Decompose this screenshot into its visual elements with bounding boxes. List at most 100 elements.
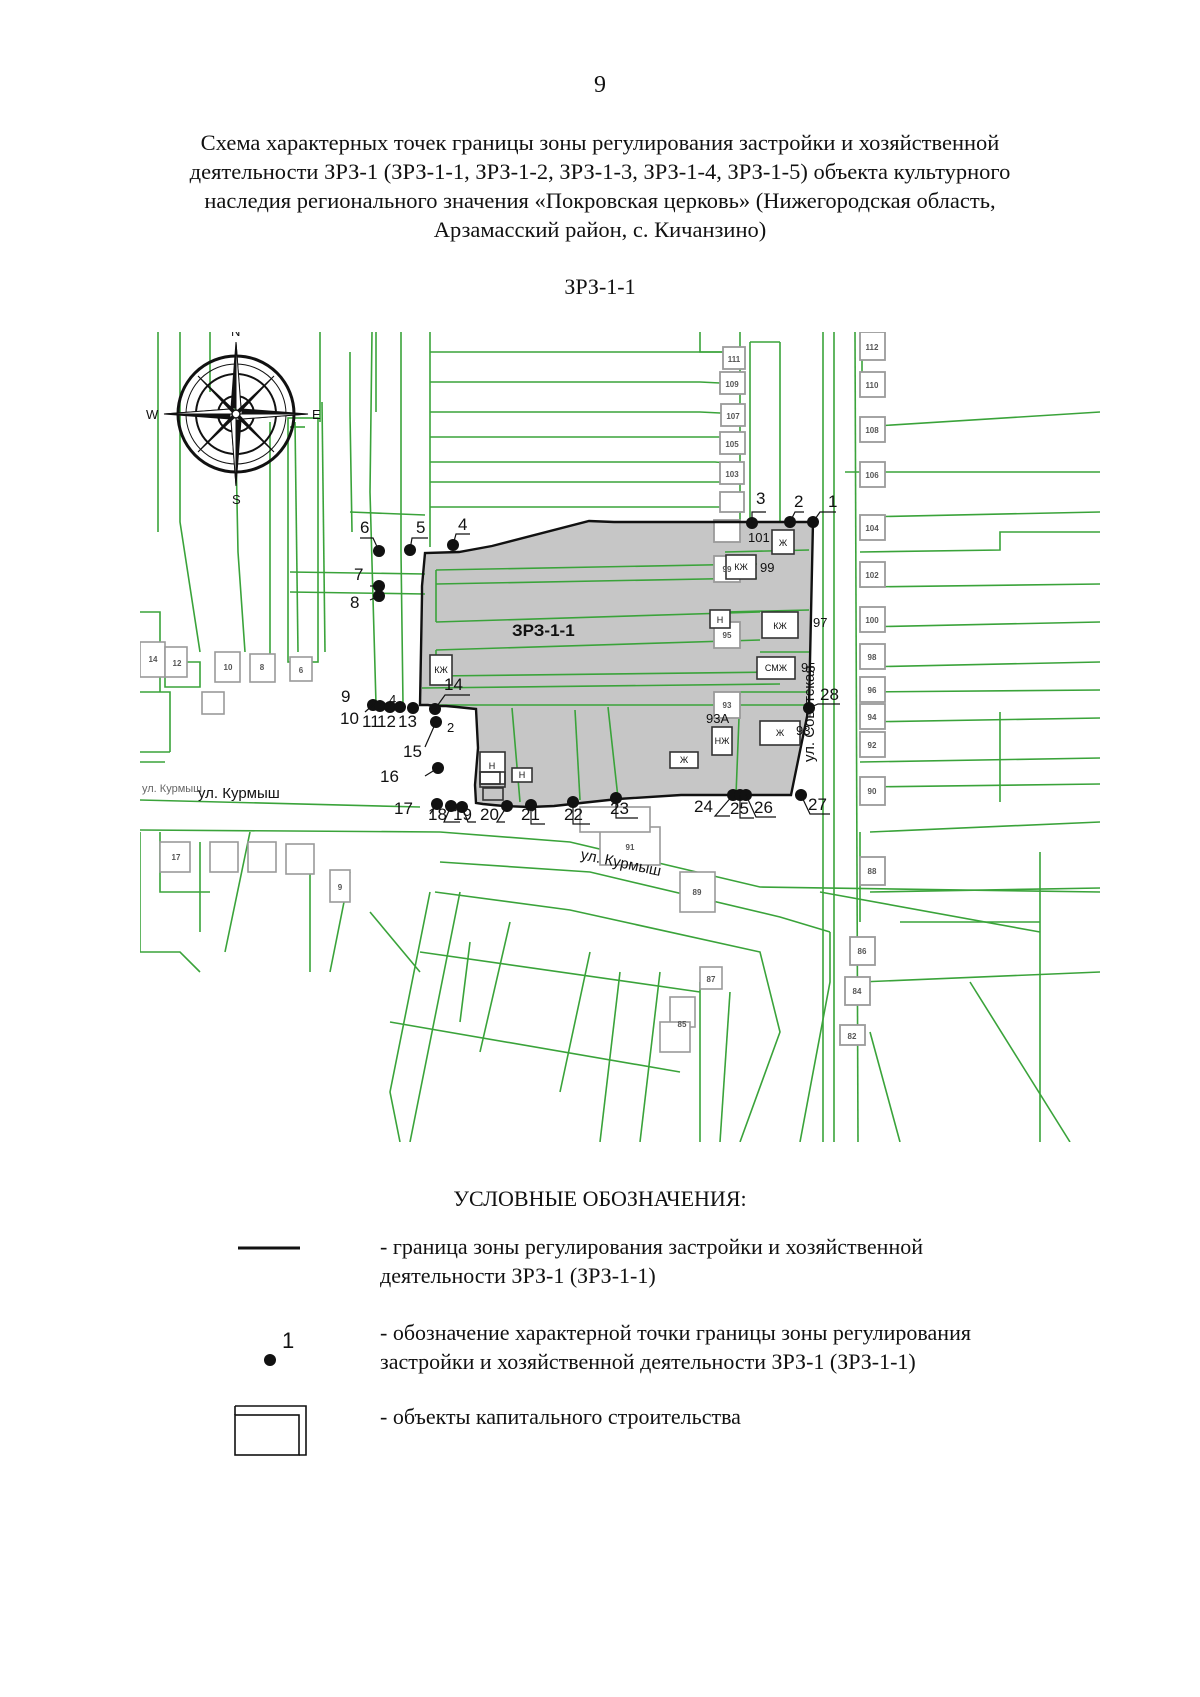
lot-number: 94	[868, 713, 877, 722]
lot-number: 88	[868, 867, 877, 876]
point-leaders	[360, 511, 840, 825]
point-label: 7	[354, 565, 363, 584]
lot-number: 8	[260, 663, 265, 672]
building-label: Н	[519, 770, 526, 780]
lot-number: 104	[865, 524, 879, 533]
lot-number: 103	[725, 470, 739, 479]
building-label: КЖ	[734, 562, 748, 572]
title-line: наследия регионального значения «Покровс…	[204, 188, 996, 213]
point-label: 17	[394, 799, 413, 818]
lot-number: 17	[172, 853, 181, 862]
title-line: Схема характерных точек границы зоны рег…	[200, 130, 1000, 155]
lot-number: 106	[865, 471, 879, 480]
point-label: 25	[730, 799, 749, 818]
legend-item-point: - обозначение характерной точки границы …	[380, 1318, 1080, 1376]
compass-e: E	[312, 407, 321, 422]
lot-number: 90	[868, 787, 877, 796]
point-label: 27	[808, 795, 827, 814]
street-label: ул. Советская	[801, 665, 818, 762]
lot-number: 98	[868, 653, 877, 662]
lot-number: 105	[725, 440, 739, 449]
legend-title: УСЛОВНЫЕ ОБОЗНАЧЕНИЯ:	[453, 1186, 747, 1211]
lot-number: 10	[224, 663, 233, 672]
legend-point-label: 1	[282, 1330, 294, 1353]
point-label: 23	[610, 799, 629, 818]
lot-number: 101	[748, 530, 770, 545]
lot-number: 99	[723, 565, 732, 574]
grey-lot-numbers: 111 109 107 105 103 99 95 93 112 110 108…	[149, 343, 880, 1041]
building-labels: Ж КЖ Н КЖ СМЖ Ж НЖ Ж Н Н КЖ	[434, 538, 788, 780]
boundary-point	[384, 701, 396, 713]
lot-number: 100	[865, 616, 879, 625]
building-label: КЖ	[434, 665, 448, 675]
compass-rose-icon: N S E W	[146, 332, 321, 507]
lot-number: 82	[848, 1032, 857, 1041]
lot-number: 97	[813, 615, 827, 630]
greyed-buildings	[140, 641, 723, 1053]
lot-number: 92	[868, 741, 877, 750]
building-label: Н	[717, 615, 724, 625]
building-label: Ж	[779, 538, 788, 548]
legend-text: - объекты капитального строительства	[380, 1404, 741, 1429]
title-line: Арзамасский район, с. Кичанзино)	[433, 217, 767, 242]
legend-text: застройки и хозяйственной деятельности З…	[380, 1349, 916, 1374]
point-label: 19	[453, 805, 472, 824]
zone-map: Ж КЖ Н КЖ СМЖ Ж НЖ Ж Н Н КЖ	[140, 332, 1100, 1142]
lot-number: 109	[725, 380, 739, 389]
lot-number: 91	[626, 843, 635, 852]
point-label: 5	[416, 518, 425, 537]
point-label: 3	[756, 489, 765, 508]
point-label: 28	[820, 685, 839, 704]
lot-number: 93А	[706, 711, 729, 726]
legend-item-boundary: - граница зоны регулирования застройки и…	[380, 1232, 1080, 1290]
point-label: 1	[828, 492, 837, 511]
lot-number: 14	[149, 655, 158, 664]
zone-subtitle: ЗРЗ-1-1	[564, 274, 636, 299]
point-label: 22	[564, 805, 583, 824]
point-label: 12	[377, 712, 396, 731]
lot-number: 112	[866, 343, 879, 352]
lot-number: 102	[865, 571, 879, 580]
lot-number: 110	[866, 381, 879, 390]
lot-number: 85	[678, 1020, 687, 1029]
lot-number: 12	[173, 659, 182, 668]
building-label: Ж	[776, 728, 785, 738]
legend-text: - обозначение характерной точки границы …	[380, 1320, 971, 1345]
lot-number: 99	[760, 560, 774, 575]
point-label: 18	[428, 805, 447, 824]
zone-label: ЗРЗ-1-1	[512, 621, 575, 640]
lot-number: 93	[796, 723, 810, 738]
legend-text: - граница зоны регулирования застройки и…	[380, 1234, 923, 1259]
lot-number: 95	[801, 660, 815, 675]
document-title: Схема характерных точек границы зоны рег…	[170, 128, 1030, 244]
lot-number: 2	[447, 720, 454, 735]
legend-boundary-line-icon	[238, 1246, 300, 1250]
lot-number: 86	[858, 947, 867, 956]
legend-point-icon: 1	[264, 1330, 294, 1366]
lot-number: 111	[728, 355, 741, 364]
compass-w: W	[146, 407, 159, 422]
point-label: 9	[341, 687, 350, 706]
point-label: 4	[458, 515, 467, 534]
building-label: Н	[489, 761, 496, 771]
east-buildings	[713, 332, 886, 1046]
lot-number: 9	[338, 883, 343, 892]
boundary-point	[407, 702, 419, 714]
building-label: Ж	[680, 755, 689, 765]
point-label: 20	[480, 805, 499, 824]
building-label: КЖ	[773, 621, 787, 631]
legend-building-icon	[234, 1405, 307, 1456]
point-label: 14	[444, 675, 463, 694]
boundary-point	[374, 700, 386, 712]
lot-number: 4	[389, 692, 396, 707]
boundary-point	[394, 701, 406, 713]
compass-n: N	[231, 332, 240, 339]
lot-number: 93	[723, 701, 732, 710]
zone-buildings	[429, 529, 801, 801]
point-label: 2	[794, 492, 803, 511]
point-label: 24	[694, 797, 713, 816]
legend-item-building: - объекты капитального строительства	[380, 1402, 1080, 1431]
point-label: 13	[398, 712, 417, 731]
point-label: 26	[754, 798, 773, 817]
page-number: 9	[594, 72, 606, 98]
